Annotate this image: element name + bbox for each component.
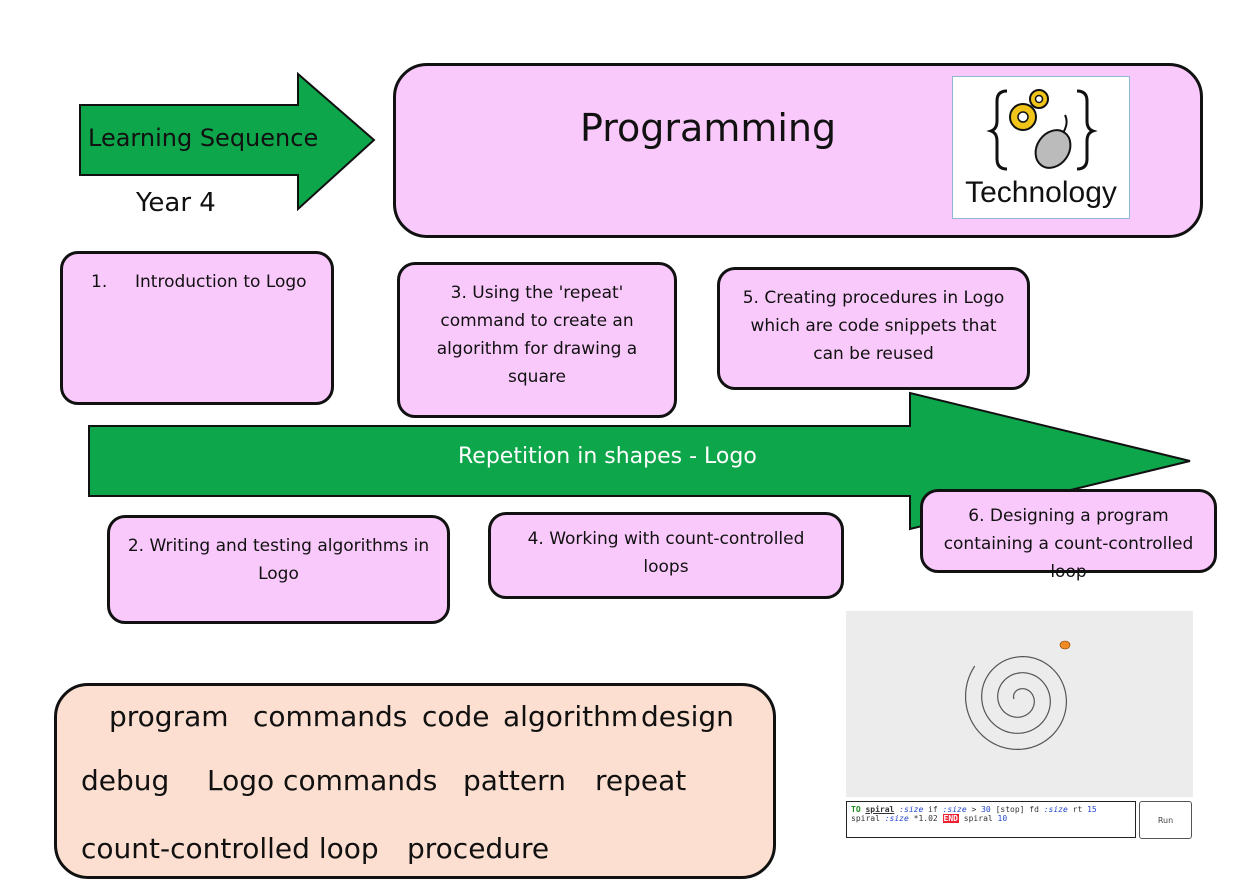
vocabulary-box: program commands code algorithm design d… [54, 683, 776, 879]
lesson-card-6: 6. Designing a program containing a coun… [920, 489, 1217, 582]
code-number: 30 [981, 805, 991, 814]
learning-sequence-label: Learning Sequence [88, 124, 319, 152]
spiral-drawing [965, 640, 1071, 750]
lesson-1-text: Introduction to Logo [135, 272, 307, 292]
code-text: [stop] fd [990, 805, 1044, 814]
vocab-word: design [641, 700, 734, 733]
code-text: > [966, 805, 982, 814]
lesson-6-text: 6. Designing a program containing a coun… [943, 506, 1194, 582]
turtle-icon [1059, 640, 1071, 650]
gears-mouse-icon [986, 89, 1098, 171]
vocab-word: Logo commands [207, 764, 438, 797]
learning-sequence-arrow [79, 71, 376, 212]
lesson-card-1: 1. Introduction to Logo [60, 251, 334, 405]
lesson-card-2: 2. Writing and testing algorithms in Log… [107, 515, 450, 624]
vocab-word: algorithm [503, 700, 639, 733]
main-arrow-label: Repetition in shapes - Logo [458, 444, 757, 469]
code-proc-name: spiral [865, 805, 895, 814]
code-param: :size [1043, 805, 1068, 814]
code-param: :size [899, 805, 924, 814]
code-text: spiral [958, 814, 998, 823]
run-button[interactable]: Run [1139, 801, 1192, 839]
code-editor[interactable]: TO spiral :size if :size > 30 [stop] fd … [846, 801, 1136, 838]
vocab-word: repeat [595, 764, 687, 797]
lesson-1-number: 1. [91, 272, 108, 292]
code-param: :size [942, 805, 967, 814]
code-text: rt [1067, 805, 1088, 814]
vocab-word: commands [253, 700, 408, 733]
vocab-word: pattern [463, 764, 566, 797]
lesson-5-text: 5. Creating procedures in Logo which are… [742, 288, 1005, 364]
page-title: Programming [580, 106, 837, 150]
code-line-2: spiral :size *1.02 END spiral 10 [851, 814, 1131, 823]
code-keyword-end: END [942, 814, 959, 823]
lesson-4-text: 4. Working with count-controlled loops [527, 529, 805, 577]
vocab-word: code [422, 700, 490, 733]
code-number: 15 [1087, 805, 1097, 814]
year-label: Year 4 [136, 188, 216, 218]
code-keyword-to: TO [851, 805, 861, 814]
lesson-2-text: 2. Writing and testing algorithms in Log… [127, 536, 430, 584]
lesson-card-5: 5. Creating procedures in Logo which are… [717, 267, 1030, 390]
code-param: :size [884, 814, 909, 823]
vocab-word: procedure [407, 832, 550, 865]
code-text: *1.02 [908, 814, 943, 823]
code-text: if [923, 805, 943, 814]
code-line-1: TO spiral :size if :size > 30 [stop] fd … [851, 805, 1131, 814]
vocab-word: debug [81, 764, 170, 797]
vocab-word: count-controlled loop [81, 832, 379, 865]
technology-label: Technology [965, 176, 1117, 209]
logo-canvas [846, 611, 1193, 797]
vocab-word: program [109, 700, 229, 733]
lesson-3-text: 3. Using the 'repeat' command to create … [436, 283, 638, 387]
lesson-card-4: 4. Working with count-controlled loops [488, 512, 844, 599]
lesson-card-3: 3. Using the 'repeat' command to create … [397, 262, 677, 418]
technology-icon: Technology [952, 76, 1130, 219]
code-number: 10 [997, 814, 1008, 823]
code-text: spiral [851, 814, 885, 823]
